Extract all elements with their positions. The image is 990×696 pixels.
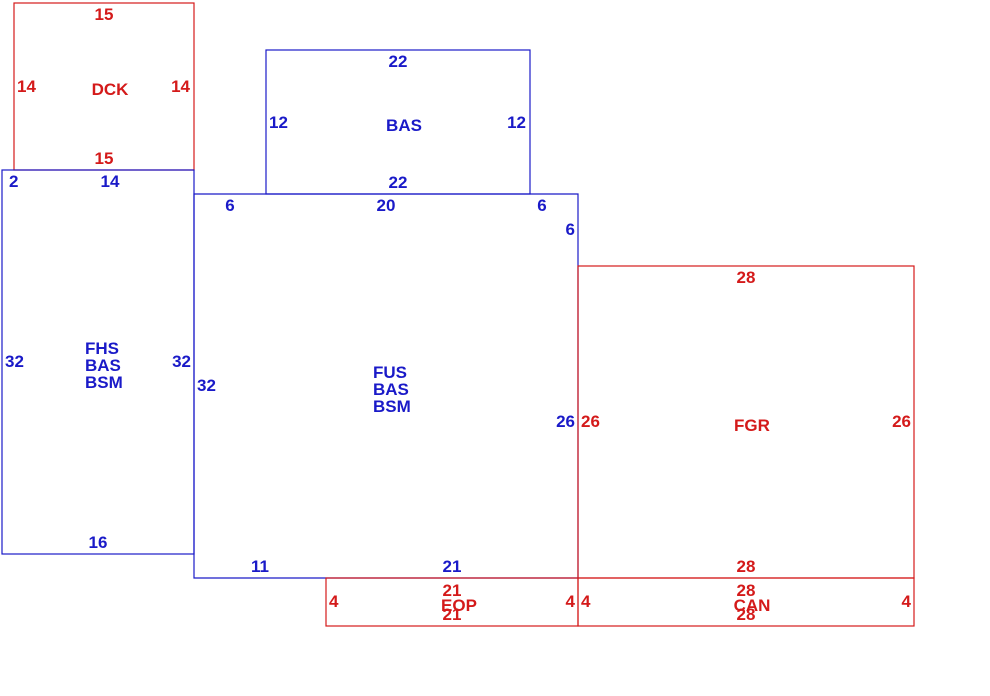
bas-top-left-dim: 12 (269, 113, 288, 132)
fus-left-dim: 32 (197, 376, 216, 395)
can-left-dim: 4 (581, 592, 591, 611)
eop-right-dim: 4 (566, 592, 576, 611)
can-bottom-dim: 28 (737, 605, 756, 624)
fhs-label-3: BSM (85, 373, 123, 392)
fus-label-2: BAS (373, 380, 409, 399)
fgr-left-dim: 26 (581, 412, 600, 431)
dck-label: DCK (92, 80, 130, 99)
fus-bottom-dim: 21 (443, 557, 462, 576)
fus-label-1: FUS (373, 363, 407, 382)
bas-top-right-dim: 12 (507, 113, 526, 132)
fgr-label: FGR (734, 416, 770, 435)
fus-right-dim: 26 (556, 412, 575, 431)
eop-label: EOP (441, 596, 477, 615)
fus-top-right-dim: 6 (537, 196, 546, 215)
bas-top-top-dim: 22 (389, 52, 408, 71)
fhs-right-dim: 32 (172, 352, 191, 371)
can-top-dim: 28 (737, 581, 756, 600)
eop-left-dim: 4 (329, 592, 339, 611)
fus-top-dim: 20 (377, 196, 396, 215)
fhs-label-1: FHS (85, 339, 119, 358)
fgr-top-dim: 28 (737, 268, 756, 287)
fgr-bottom-dim: 28 (737, 557, 756, 576)
fhs-left-dim: 32 (5, 352, 24, 371)
bas-top-label: BAS (386, 116, 422, 135)
dck-left-dim: 14 (17, 77, 36, 96)
dck-bottom-dim: 15 (95, 149, 114, 168)
eop-top-dim: 21 (443, 581, 462, 600)
fhs-bottom-dim: 16 (89, 533, 108, 552)
fus-right-upper-dim: 6 (566, 220, 575, 239)
fhs-top-dim: 14 (101, 172, 120, 191)
bas-top-bottom-dim: 22 (389, 173, 408, 192)
can-area (577, 577, 915, 627)
fus-top-left-dim: 6 (225, 196, 234, 215)
dck-top-dim: 15 (95, 5, 114, 24)
fhs-top-left-dim: 2 (9, 172, 18, 191)
fus-label-3: BSM (373, 397, 411, 416)
fgr-right-dim: 26 (892, 412, 911, 431)
fhs-label-2: BAS (85, 356, 121, 375)
can-label: CAN (734, 596, 771, 615)
fus-bottom-left-dim: 11 (251, 557, 269, 576)
eop-bottom-dim: 21 (443, 605, 462, 624)
dck-right-dim: 14 (171, 77, 190, 96)
can-right-dim: 4 (902, 592, 912, 611)
